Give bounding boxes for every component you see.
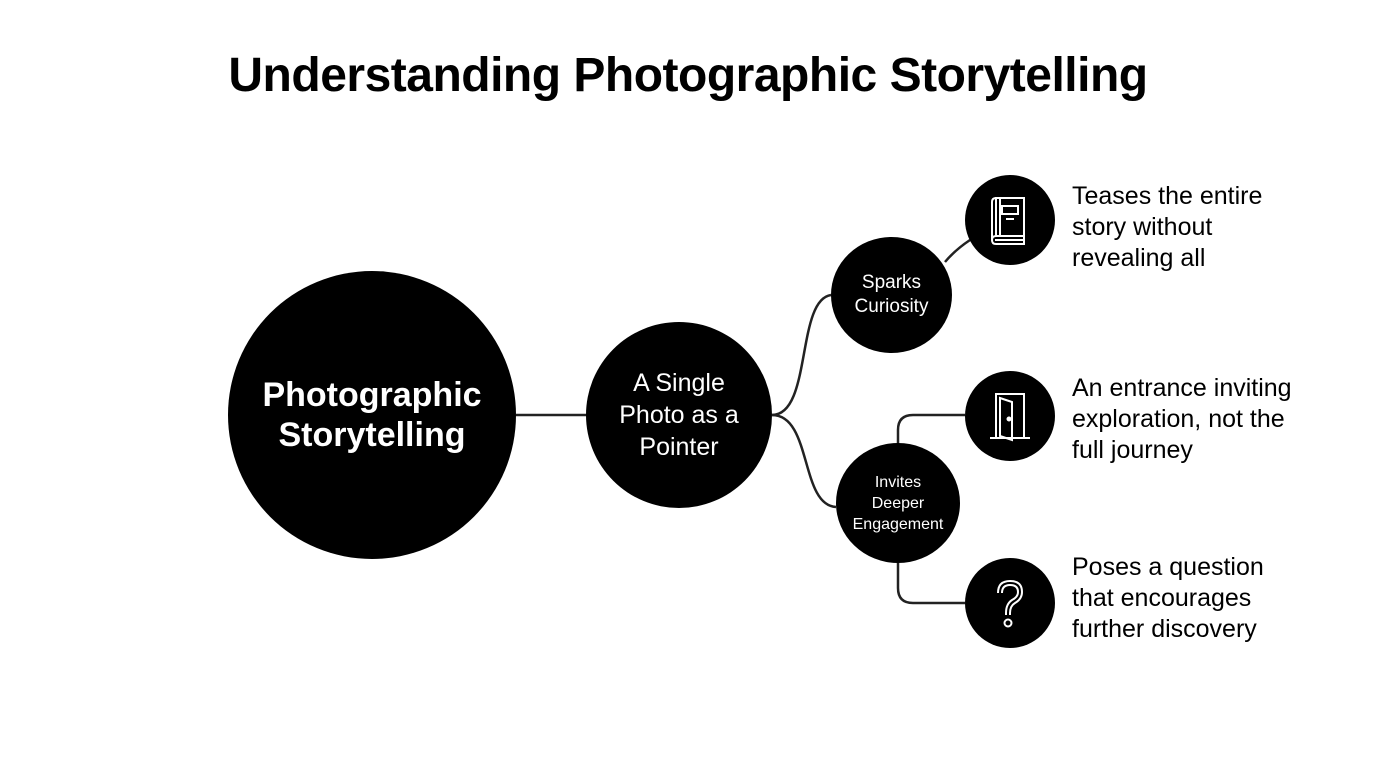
detail-text-question: Poses a question that encourages further… [1072,552,1372,645]
node-label-line: Sparks [861,272,922,293]
detail-line: Poses a question [1072,553,1264,581]
detail-line: exploration, not the [1072,405,1285,433]
detail-line: revealing all [1072,244,1206,272]
page-title: Understanding Photographic Storytelling [228,49,1148,102]
detail-line: Teases the entire [1072,182,1263,210]
node-invites-engagement: Invites Deeper Engagement [836,443,960,563]
node-label-line: Pointer [639,433,719,461]
detail-line: story without [1072,213,1213,241]
question-mark-icon [965,558,1055,648]
node-label-line: Invites [874,473,922,491]
node-single-photo-pointer: A Single Photo as a Pointer [586,322,772,508]
node-label-line: Photo as a [619,401,739,429]
detail-text-entrance: An entrance inviting exploration, not th… [1072,373,1372,466]
node-label-line: A Single [633,369,725,397]
connector-invites-door [896,413,965,455]
detail-line: full journey [1072,436,1193,464]
connector-invites-question [896,563,965,605]
detail-line: that encourages [1072,584,1252,612]
detail-line: An entrance inviting [1072,374,1292,402]
node-label-line: Curiosity [854,296,929,317]
node-label-line: Deeper [871,494,925,512]
book-icon [965,175,1055,265]
node-label-line: Photographic [262,376,482,414]
connector-sparks-book [944,238,971,263]
node-label-line: Engagement [852,515,944,533]
node-photographic-storytelling: Photographic Storytelling [228,271,516,559]
node-label-line: Storytelling [278,416,466,454]
node-sparks-curiosity: Sparks Curiosity [831,237,952,353]
detail-line: further discovery [1072,615,1257,643]
detail-text-teases: Teases the entire story without revealin… [1072,181,1372,274]
connector-pointer-sparks [771,293,832,417]
connector-pointer-invites [771,413,837,509]
door-icon [965,371,1055,461]
